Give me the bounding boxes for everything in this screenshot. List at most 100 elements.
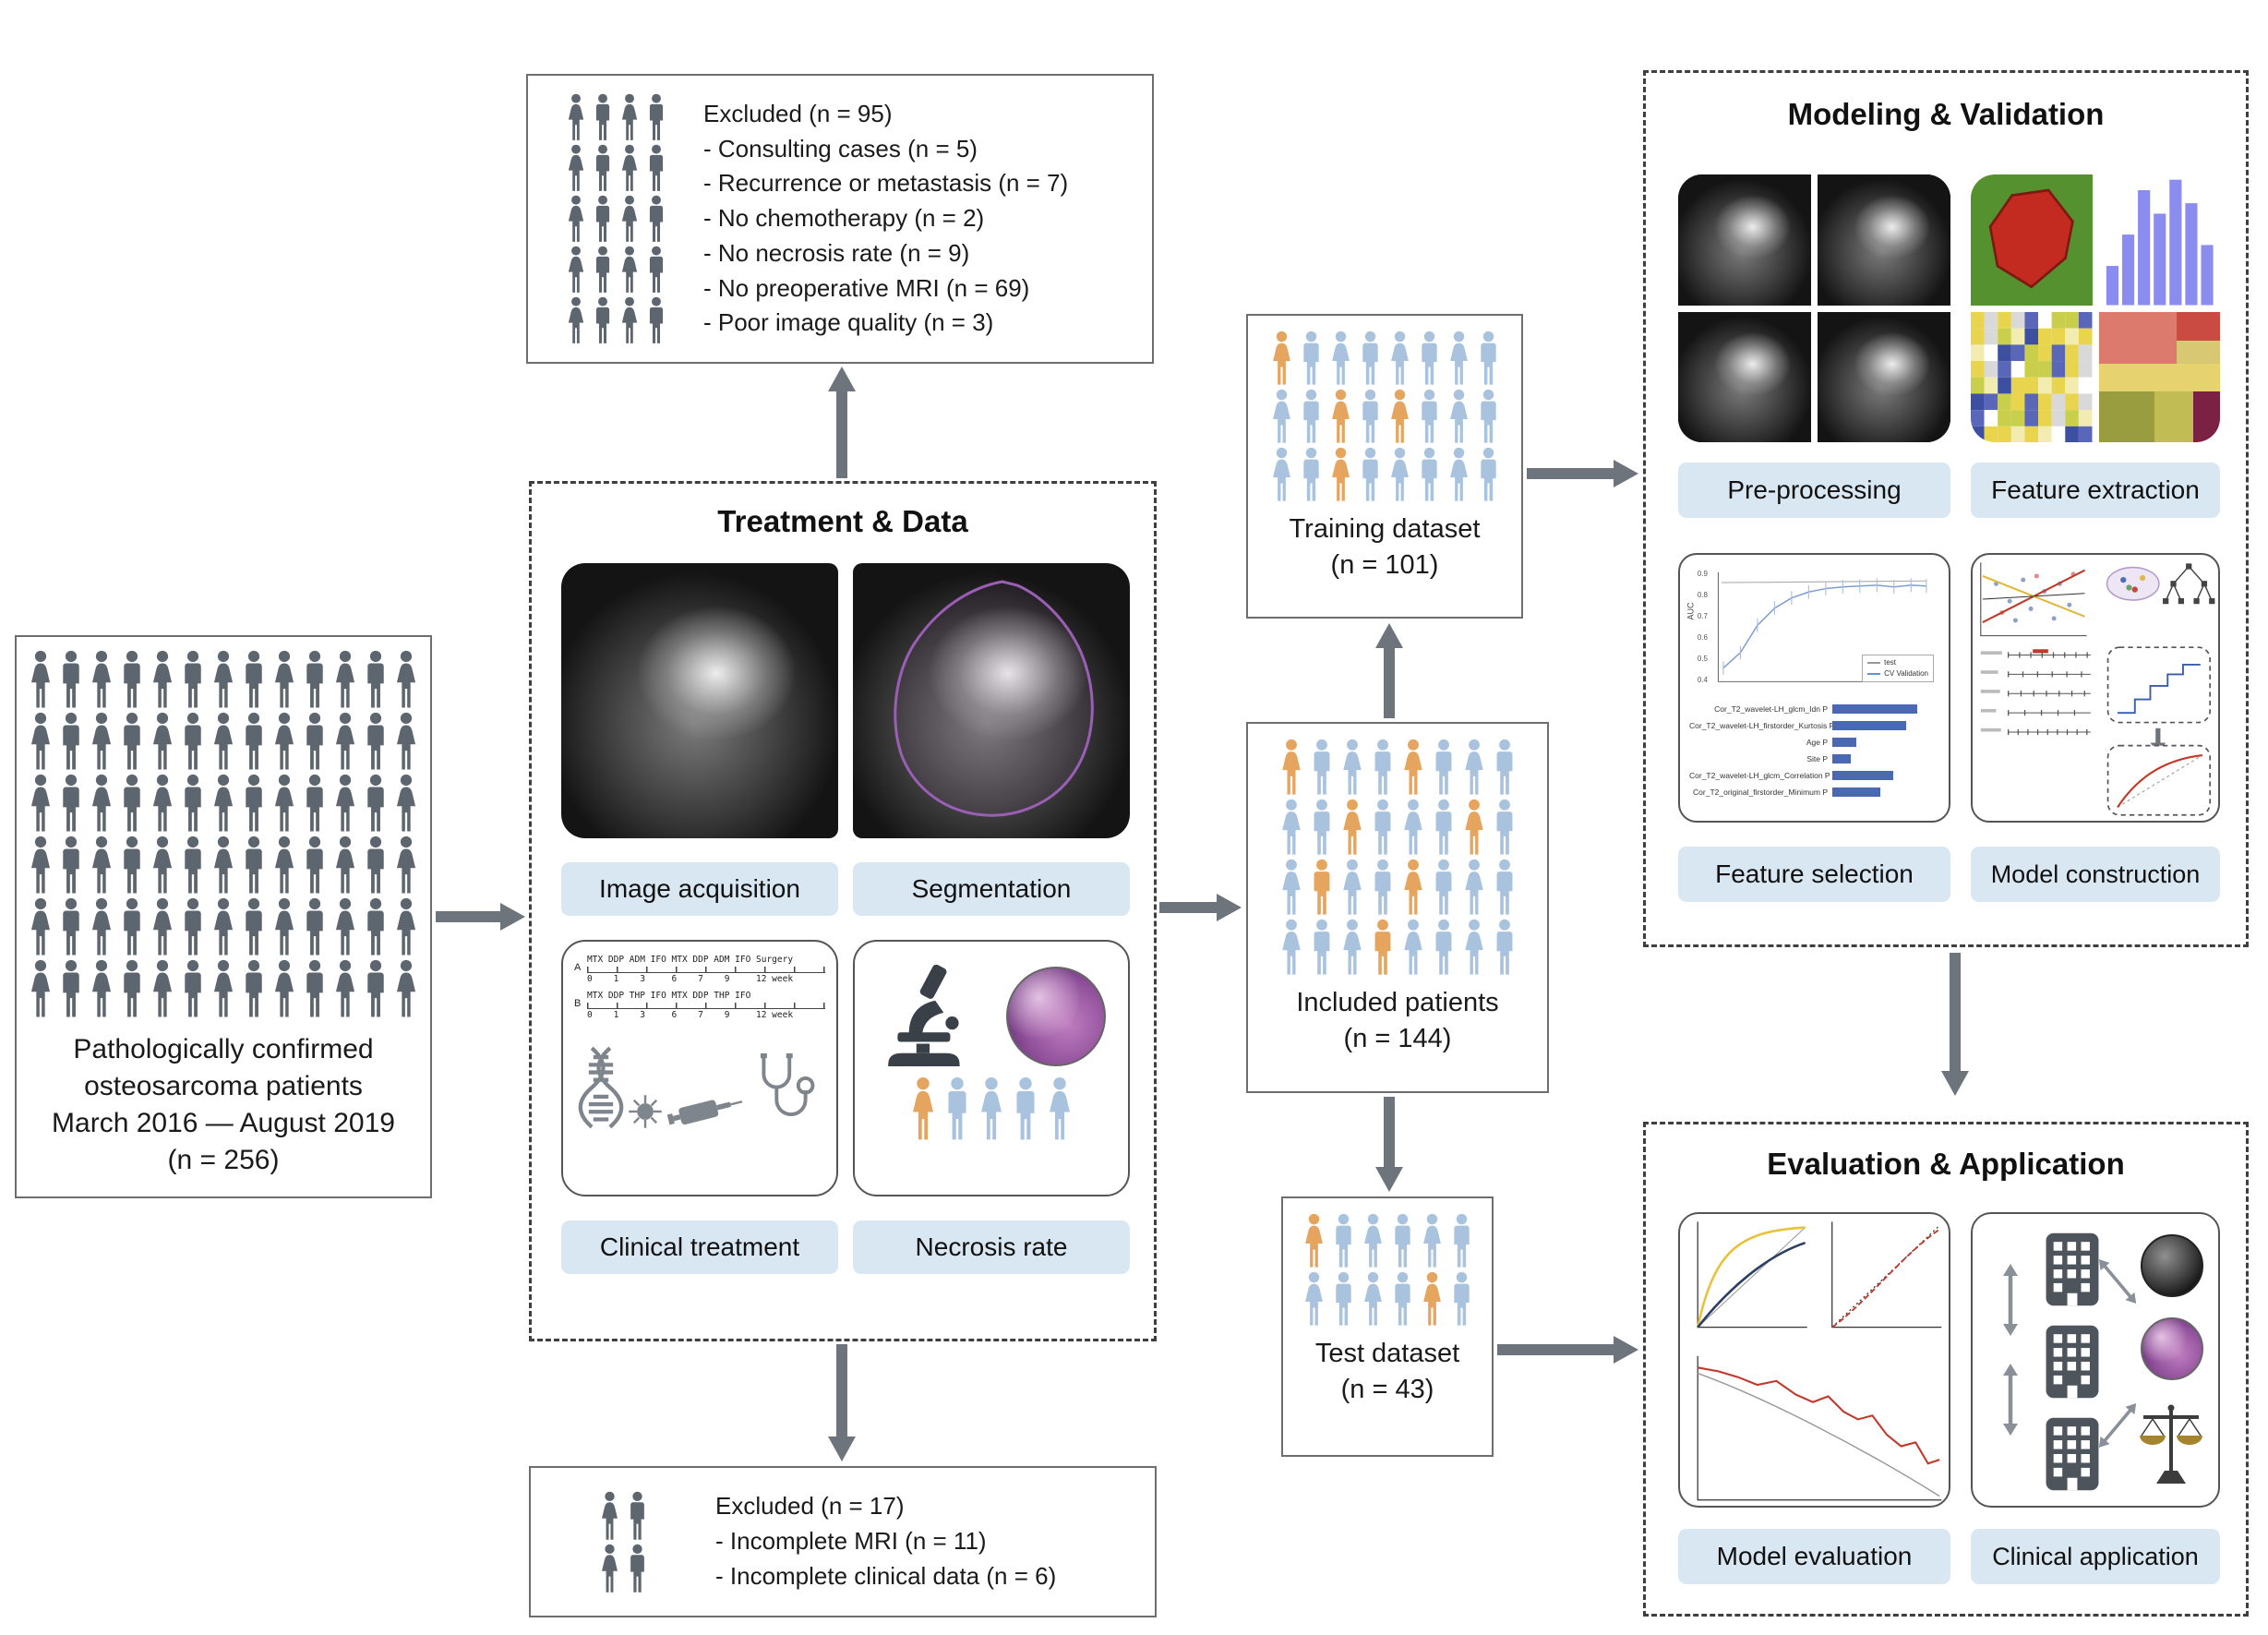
arrow-treatment-to-excluded-bottom: [836, 1344, 847, 1437]
list-item: - No chemotherapy (n = 2): [703, 204, 985, 233]
woman-icon: [213, 712, 234, 770]
woman-icon: [213, 959, 234, 1017]
roi-mask-tile: [1971, 174, 2093, 306]
woman-icon: [1363, 1271, 1382, 1326]
man-icon: [649, 195, 663, 242]
man-icon: [1394, 1213, 1410, 1268]
man-icon: [1374, 859, 1390, 915]
woman-icon: [1403, 859, 1422, 915]
woman-icon: [1403, 919, 1422, 975]
woman-icon: [1281, 859, 1301, 915]
arrow-training-to-modeling: [1527, 468, 1614, 479]
man-icon: [595, 144, 609, 191]
man-icon: [306, 774, 323, 832]
man-icon: [367, 712, 384, 770]
modeling-validation-section: Modeling & Validation: [1643, 70, 2249, 947]
man-icon: [1314, 739, 1329, 795]
woman-icon: [1342, 859, 1362, 915]
man-icon: [185, 836, 201, 894]
segmentation-button: Segmentation: [853, 862, 1130, 916]
mri-thumbnail: [1818, 311, 1950, 442]
list-item: osteosarcoma patients: [84, 1070, 363, 1101]
woman-icon: [335, 897, 355, 956]
excluded-top-icons: [528, 93, 703, 344]
man-icon: [1362, 447, 1378, 501]
woman-icon: [152, 959, 173, 1017]
man-icon: [124, 836, 140, 894]
woman-icon: [1331, 447, 1350, 501]
man-icon: [1314, 799, 1329, 855]
exchange-arrow-icon: [2098, 1258, 2137, 1304]
man-icon: [306, 712, 323, 770]
scales-of-justice-icon: [2140, 1404, 2202, 1484]
feature-name: Cor_T2_original_firstorder_Minimum P: [1693, 787, 1828, 797]
man-icon: [124, 774, 140, 832]
excluded-bottom-box: Excluded (n = 17) - Incomplete MRI (n = …: [529, 1466, 1157, 1617]
preprocessing-button: Pre-processing: [1678, 463, 1950, 518]
chemo-row-b-drugs: MTX DDP THP IFO MTX DDP THP IFO: [587, 990, 751, 1001]
man-icon: [185, 897, 201, 956]
model-construction-graphic: [1980, 562, 2215, 816]
woman-icon: [621, 195, 637, 242]
test-dataset-label: Test dataset: [1314, 1339, 1460, 1368]
man-icon: [595, 195, 609, 242]
man-icon: [246, 774, 262, 832]
test-dataset-n: (n = 43): [1340, 1375, 1434, 1405]
man-icon: [1435, 859, 1451, 915]
included-patients-text: Included patients (n = 144): [1248, 985, 1547, 1057]
man-icon: [1314, 859, 1329, 915]
woman-icon: [1390, 331, 1409, 385]
woman-icon: [1281, 919, 1301, 975]
list-item: - Poor image quality (n = 3): [703, 308, 994, 337]
list-item: (n = 256): [167, 1144, 280, 1175]
chemo-row-b-timeline: [587, 1002, 825, 1009]
arrow-treatment-to-excluded-top: [836, 391, 847, 478]
woman-icon: [1304, 1271, 1323, 1326]
man-icon: [630, 1491, 644, 1540]
woman-icon: [621, 93, 637, 140]
woman-icon: [91, 712, 112, 770]
list-item: Pathologically confirmed: [73, 1034, 374, 1064]
man-icon: [63, 836, 79, 894]
chemo-row-b-label: B: [574, 997, 582, 1009]
feature-map-tile: [1971, 311, 2093, 442]
chemo-row-a-drugs: MTX DDP ADM IFO MTX DDP ADM IFO Surgery: [587, 955, 794, 965]
man-icon: [306, 836, 323, 894]
feature-name: Cor_T2_wavelet-LH_glcm_Idn P: [1714, 704, 1828, 714]
woman-icon: [1390, 389, 1409, 443]
feature-importance-bar: [1832, 787, 1880, 797]
woman-icon: [396, 959, 416, 1017]
virus-icon: [628, 1094, 662, 1128]
test-person-grid: [1283, 1213, 1492, 1327]
woman-icon: [1422, 1271, 1441, 1326]
woman-icon: [1342, 739, 1362, 795]
woman-icon: [30, 836, 51, 894]
mri-thumbnail: [1818, 174, 1950, 306]
woman-icon: [396, 836, 416, 894]
man-icon: [1480, 447, 1496, 501]
man-icon: [63, 959, 79, 1017]
man-icon: [246, 650, 262, 708]
man-icon: [1435, 739, 1451, 795]
man-icon: [1480, 331, 1496, 385]
man-icon: [124, 897, 140, 956]
chemo-schedule-chart: A MTX DDP ADM IFO MTX DDP ADM IFO Surger…: [574, 955, 825, 1021]
feature-importance-bar: [1832, 721, 1906, 730]
list-item: 0.4: [1697, 676, 1708, 684]
feature-name: Age P: [1806, 738, 1828, 747]
man-icon: [63, 650, 79, 708]
woman-icon: [30, 712, 51, 770]
feature-importance-bar: [1832, 704, 1917, 714]
feature-importance-bar: [1832, 738, 1856, 747]
man-icon: [1480, 389, 1496, 443]
man-icon: [1302, 389, 1319, 443]
man-icon: [1362, 389, 1378, 443]
man-icon: [185, 959, 201, 1017]
clinical-icons: [574, 1034, 825, 1130]
woman-icon: [1331, 389, 1350, 443]
man-icon: [649, 144, 663, 191]
list-item: - Consulting cases (n = 5): [703, 134, 978, 162]
